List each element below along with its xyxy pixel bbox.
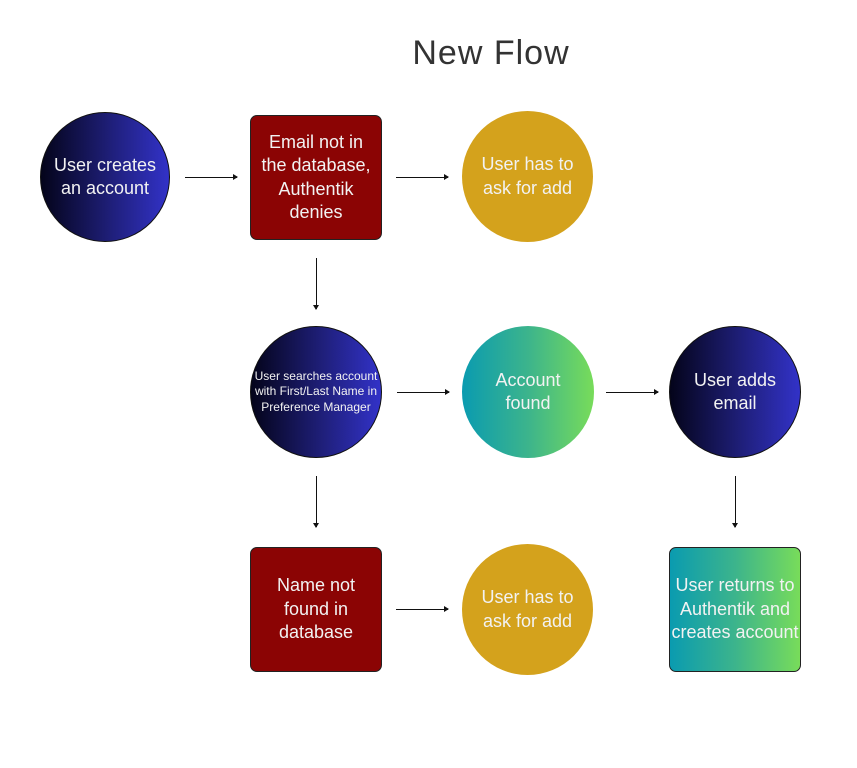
node-label: User searches account with First/Last Na…: [254, 368, 378, 414]
node-label: Account found: [495, 369, 561, 413]
arrow-2: [396, 174, 449, 180]
node-label: User adds email: [693, 369, 777, 413]
arrow-3: [313, 258, 319, 310]
node-user-searches-account[interactable]: User searches account with First/Last Na…: [250, 326, 382, 458]
node-name-not-found[interactable]: Name not found in database: [250, 547, 382, 672]
node-ask-for-add-2[interactable]: User has to ask for add: [462, 544, 593, 675]
arrow-8: [396, 606, 449, 612]
node-label: User has to ask for add: [481, 587, 574, 631]
node-label: User returns to Authentik and creates ac…: [671, 575, 799, 643]
node-user-adds-email[interactable]: User adds email: [669, 326, 801, 458]
node-label: Email not in the database, Authentik den…: [261, 131, 371, 222]
arrow-4: [397, 389, 450, 395]
node-label: User creates an account: [53, 154, 157, 198]
diagram-title: New Flow: [412, 34, 570, 72]
node-label: Name not found in database: [276, 575, 356, 643]
arrow-5: [606, 389, 659, 395]
node-user-creates-account[interactable]: User creates an account: [40, 112, 170, 242]
node-email-not-in-database[interactable]: Email not in the database, Authentik den…: [250, 115, 382, 240]
node-account-found[interactable]: Account found: [462, 326, 594, 458]
node-label: User has to ask for add: [481, 154, 574, 198]
node-user-returns-to-authentik[interactable]: User returns to Authentik and creates ac…: [669, 547, 801, 672]
node-ask-for-add-1[interactable]: User has to ask for add: [462, 111, 593, 242]
arrow-7: [732, 476, 738, 528]
arrow-6: [313, 476, 319, 528]
arrow-1: [185, 174, 238, 180]
